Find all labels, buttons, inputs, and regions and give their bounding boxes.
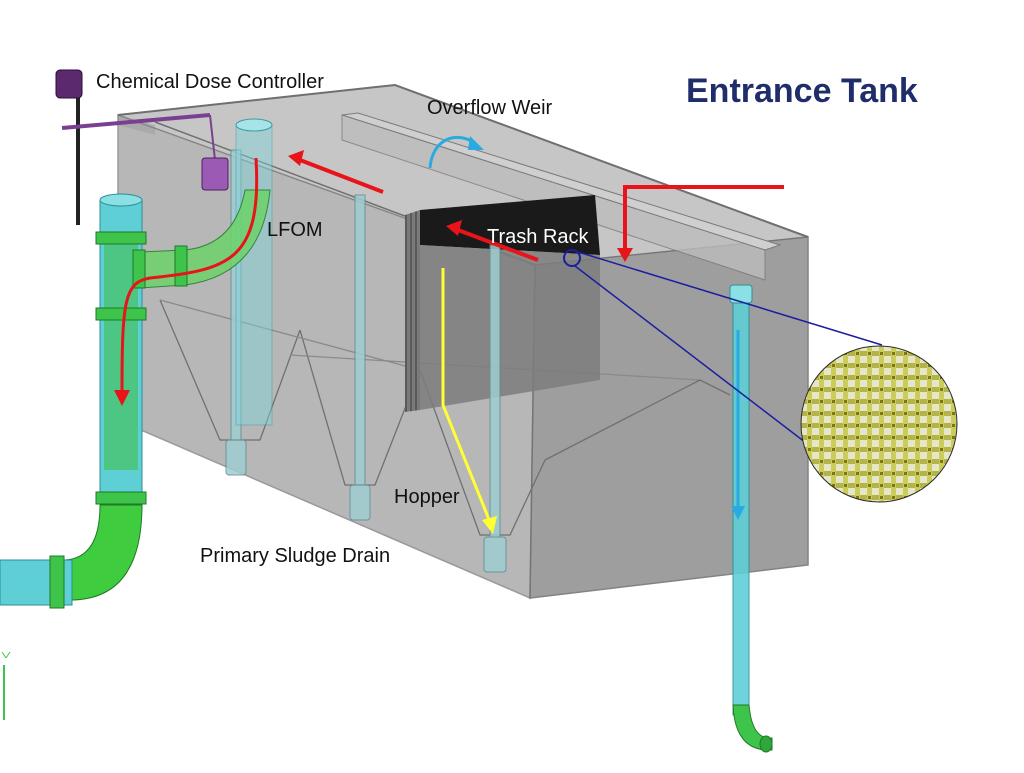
chemical-dose-controller: [55, 69, 229, 225]
page-title: Entrance Tank: [686, 72, 918, 110]
lfom-pipe: [235, 118, 273, 426]
label-primary-sludge-drain: Primary Sludge Drain: [200, 545, 391, 567]
label-hopper: Hopper: [394, 486, 460, 508]
tank-drain-pipes: [225, 149, 507, 573]
label-lfom: LFOM: [267, 219, 323, 241]
axis-indicator: [1, 651, 11, 720]
label-overflow-weir: Overflow Weir: [427, 97, 553, 119]
trash-rack: [405, 195, 600, 412]
flow-arrows: [114, 135, 784, 534]
label-trash-rack: Trash Rack: [487, 226, 589, 248]
mesh-callout: [563, 249, 958, 503]
label-chemical-dose-controller: Chemical Dose Controller: [96, 71, 324, 93]
